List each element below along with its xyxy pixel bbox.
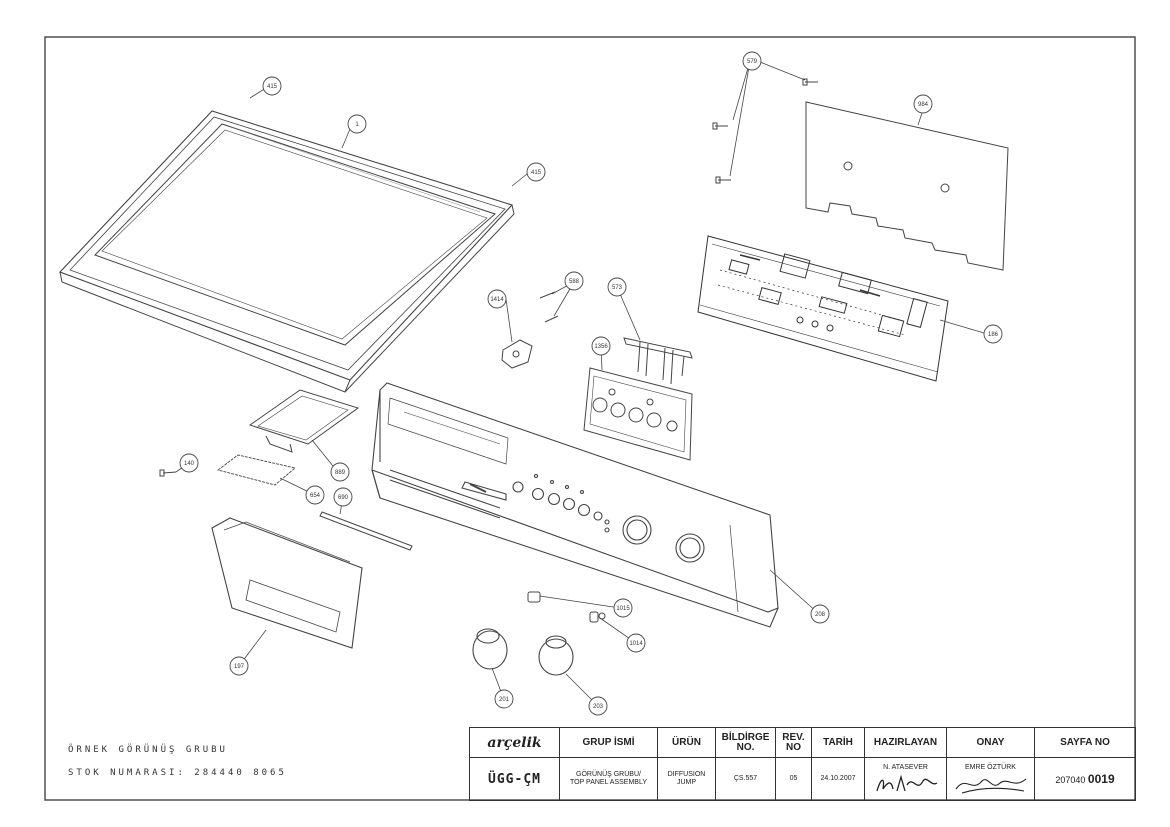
callout-label-201: 201 bbox=[499, 697, 510, 703]
callout-415-b: 415 bbox=[526, 162, 546, 182]
group-name-cell: GÖRÜNÜŞ GRUBU/ TOP PANEL ASSEMBLY bbox=[559, 757, 658, 801]
callout-984: 984 bbox=[913, 94, 933, 114]
callout-label-690: 690 bbox=[338, 495, 349, 501]
callout-588: 588 bbox=[564, 271, 584, 291]
callout-1414: 1414 bbox=[487, 289, 507, 309]
date-value: 24.10.2007 bbox=[811, 757, 865, 801]
holder-part-573 bbox=[623, 337, 693, 385]
callout-label-889: 889 bbox=[335, 470, 346, 476]
sample-view-group-text: ÖRNEK GÖRÜNÜŞ GRUBU bbox=[68, 745, 228, 755]
header-doc-no: BİLDİRGE NO. bbox=[715, 727, 776, 758]
callout-208: 208 bbox=[810, 604, 830, 624]
product-line-2: JUMP bbox=[676, 779, 697, 786]
callout-label-415-b: 415 bbox=[531, 170, 542, 176]
prepared-by: N. ATASEVER bbox=[883, 763, 928, 771]
button-1015 bbox=[527, 591, 541, 603]
doc-no-value: ÇS.557 bbox=[715, 757, 776, 801]
callout-415-a: 415 bbox=[262, 76, 282, 96]
button-1014 bbox=[589, 611, 606, 623]
callout-1014: 1014 bbox=[626, 633, 646, 653]
callout-197: 197 bbox=[229, 656, 249, 676]
callout-1015: 1015 bbox=[613, 598, 633, 618]
callout-201: 201 bbox=[494, 689, 514, 709]
header-approved: ONAY bbox=[946, 727, 1035, 758]
callout-140: 140 bbox=[179, 453, 199, 473]
cover-plate-part bbox=[248, 389, 360, 453]
callout-label-1: 1 bbox=[355, 122, 359, 128]
callout-1356: 1356 bbox=[591, 336, 611, 356]
group-code: ÜGG-ÇM bbox=[488, 772, 541, 787]
callout-label-203: 203 bbox=[593, 704, 604, 710]
callout-label-186: 186 bbox=[988, 332, 999, 338]
callout-label-573: 573 bbox=[612, 285, 623, 291]
callout-690: 690 bbox=[333, 487, 353, 507]
callout-label-197: 197 bbox=[234, 664, 245, 670]
callout-203: 203 bbox=[588, 696, 608, 716]
callout-label-1014: 1014 bbox=[629, 641, 643, 647]
top-lid-part bbox=[59, 110, 515, 393]
prepared-signature bbox=[875, 774, 937, 791]
callout-label-654: 654 bbox=[310, 493, 321, 499]
callout-573: 573 bbox=[607, 277, 627, 297]
callout-889: 889 bbox=[330, 462, 350, 482]
approved-cell: EMRE ÖZTÜRK bbox=[946, 757, 1035, 801]
callout-label-415-a: 415 bbox=[267, 84, 278, 90]
callout-1: 1 bbox=[347, 114, 367, 134]
callout-label-208: 208 bbox=[815, 612, 826, 618]
header-product: ÜRÜN bbox=[657, 727, 716, 758]
callout-654: 654 bbox=[305, 485, 325, 505]
callout-label-1356: 1356 bbox=[594, 344, 608, 350]
cover-sheet-part bbox=[805, 101, 1009, 271]
arcelik-logo: arçelik bbox=[487, 734, 542, 751]
callout-label-588: 588 bbox=[569, 279, 580, 285]
leader-lines bbox=[175, 60, 985, 705]
page-prefix: 207040 bbox=[1055, 775, 1086, 785]
callout-label-140: 140 bbox=[184, 461, 195, 467]
rod-part bbox=[319, 511, 413, 551]
callout-label-1414: 1414 bbox=[490, 297, 504, 303]
callout-186: 186 bbox=[983, 324, 1003, 344]
callout-label-579: 579 bbox=[747, 59, 758, 65]
screw-579-group bbox=[712, 78, 818, 184]
callout-579: 579 bbox=[742, 51, 762, 71]
knob-201 bbox=[472, 628, 508, 670]
callout-label-984: 984 bbox=[918, 102, 929, 108]
label-plate-part bbox=[216, 454, 296, 486]
stock-number-text: STOK NUMARASI: 284440 8065 bbox=[68, 768, 287, 778]
header-date: TARİH bbox=[811, 727, 865, 758]
header-page-no: SAYFA NO bbox=[1034, 727, 1136, 758]
knob-203 bbox=[538, 635, 574, 676]
small-bracket-part bbox=[501, 291, 559, 369]
page-no-cell: 207040 0019 bbox=[1034, 757, 1136, 801]
rev-no-value: 05 bbox=[775, 757, 812, 801]
drawing-frame bbox=[44, 36, 1136, 801]
callout-label-1015: 1015 bbox=[616, 606, 630, 612]
approved-signature bbox=[955, 778, 1026, 794]
approved-by: EMRE ÖZTÜRK bbox=[965, 763, 1016, 771]
logo-cell: arçelik bbox=[469, 727, 560, 758]
control-panel-part bbox=[371, 382, 779, 628]
header-rev-no: REV. NO bbox=[775, 727, 812, 758]
title-block: arçelik GRUP İSMİ ÜRÜN BİLDİRGE NO. REV.… bbox=[469, 727, 1136, 801]
group-name-tr: GÖRÜNÜŞ GRUBU/ bbox=[576, 771, 641, 778]
button-holder-part bbox=[583, 367, 693, 461]
page-suffix: 0019 bbox=[1087, 772, 1115, 786]
screw-140 bbox=[159, 469, 177, 477]
group-name-en: TOP PANEL ASSEMBLY bbox=[569, 779, 648, 786]
header-prepared: HAZIRLAYAN bbox=[864, 727, 947, 758]
detergent-drawer-part bbox=[211, 517, 363, 649]
product-line-1: DIFFUSION bbox=[667, 771, 706, 778]
group-code-cell: ÜGG-ÇM bbox=[469, 757, 560, 801]
product-cell: DIFFUSION JUMP bbox=[657, 757, 716, 801]
header-group-name: GRUP İSMİ bbox=[559, 727, 658, 758]
prepared-cell: N. ATASEVER bbox=[864, 757, 947, 801]
control-pcb-part bbox=[697, 235, 949, 382]
